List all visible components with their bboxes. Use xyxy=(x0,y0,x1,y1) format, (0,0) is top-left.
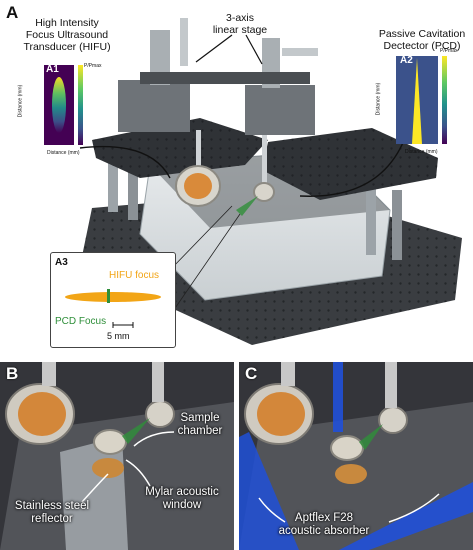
sample-chamber-label-line: Sample xyxy=(180,412,220,424)
linear-stage-right xyxy=(245,85,315,135)
hifu-label-line: Transducer (HIFU) xyxy=(23,41,111,53)
post xyxy=(392,190,402,260)
inset-a1-xlabel: Distance (mm) xyxy=(47,150,80,156)
pcd-focus-label: PCD Focus xyxy=(55,316,107,327)
hifu-label-line: Focus Ultrasound xyxy=(25,29,109,41)
post xyxy=(108,150,118,212)
inset-a1-ylabel: Distance (mm) xyxy=(17,84,24,118)
hifu-label-line: High Intensity xyxy=(35,17,99,29)
inset-a1-tag: A1 xyxy=(46,64,59,75)
inset-a2-colorbar-label: P/Pmax xyxy=(440,48,458,54)
pcd-label: Passive Cavitation Dectector (PCD) xyxy=(372,28,472,52)
stage-label-line: 3-axis xyxy=(225,12,254,24)
inset-a2-ylabel: Distance (mm) xyxy=(375,82,382,116)
panel-a-letter: A xyxy=(6,3,19,22)
sample-chamber-label: Sample chamber xyxy=(168,412,232,438)
post xyxy=(366,175,376,255)
stage-label-line: linear stage xyxy=(212,24,268,36)
panel-c: C Aptflex F28 acoustic absorber xyxy=(239,362,473,550)
reflector-label: Stainless steel reflector xyxy=(6,500,98,526)
panel-c-letter: C xyxy=(245,364,258,383)
stage-label: 3-axis linear stage xyxy=(205,12,275,36)
inset-a2-xlabel: Distance (mm) xyxy=(405,149,438,155)
pcd-transducer xyxy=(253,182,275,202)
hifu-focus-label: HIFU focus xyxy=(109,270,160,281)
panel-c-photo-render xyxy=(239,362,473,550)
pcd-transducer xyxy=(378,406,408,434)
panel-b: B Sample chamber Stainless steel reflect… xyxy=(0,362,234,550)
panel-b-photo-render xyxy=(0,362,234,550)
post xyxy=(128,160,138,220)
inset-a3: A3 HIFU focus PCD Focus 5 mm xyxy=(50,252,176,348)
panel-a: A High Intensity Focus Ultrasound Transd… xyxy=(6,3,472,348)
reflector-label-line: reflector xyxy=(31,513,73,525)
inset-a3-focus-drawing xyxy=(65,289,161,328)
absorber-label-line: Aptflex F28 xyxy=(294,512,354,524)
sample-chamber-label-line: chamber xyxy=(177,425,223,437)
linear-stage-left xyxy=(118,80,190,132)
hifu-label: High Intensity Focus Ultrasound Transduc… xyxy=(8,17,126,53)
panel-b-letter: B xyxy=(6,364,19,383)
inset-a2-tag: A2 xyxy=(400,55,413,66)
pcd-label-line: Dectector (PCD) xyxy=(383,40,461,52)
mylar-window-label-line: window xyxy=(162,499,202,511)
bridge xyxy=(140,72,310,84)
sample-chamber xyxy=(93,429,127,455)
inset-a3-tag: A3 xyxy=(55,257,68,268)
mylar-window-label: Mylar acoustic window xyxy=(130,486,234,512)
absorber-label-line: acoustic absorber xyxy=(278,525,370,537)
inset-a1-colorbar-label: P/Pmax xyxy=(84,63,102,69)
absorber-back xyxy=(333,362,343,432)
absorber-label: Aptflex F28 acoustic absorber xyxy=(259,512,389,538)
sample-chamber xyxy=(330,435,364,461)
reflector-label-line: Stainless steel xyxy=(14,500,90,512)
pcd-label-line: Passive Cavitation xyxy=(378,28,466,40)
scale-bar-label: 5 mm xyxy=(107,331,130,341)
mylar-window-label-line: Mylar acoustic xyxy=(145,486,219,498)
